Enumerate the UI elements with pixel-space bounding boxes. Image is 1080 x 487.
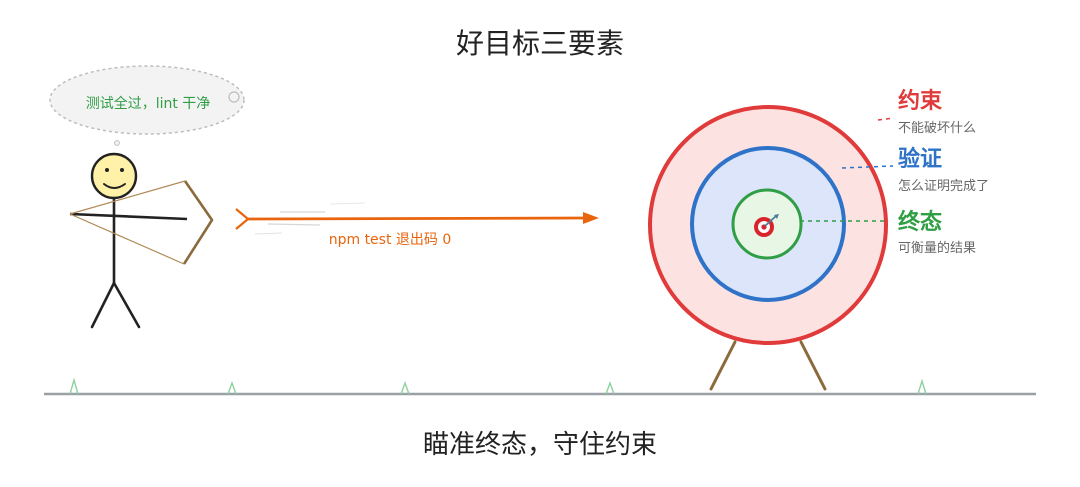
right-eye: [120, 168, 124, 172]
motion-line-2: [267, 223, 321, 226]
ground: [44, 377, 1036, 396]
verification-connector: [841, 165, 894, 169]
legend-verification-subtitle: 怎么证明完成了: [898, 179, 989, 194]
thought-dot-large: [228, 91, 240, 103]
smile: [103, 183, 126, 189]
legend-end-state-subtitle: 可衡量的结果: [898, 240, 976, 256]
bow-limb: [182, 180, 214, 265]
arrow-fletching: [235, 208, 250, 230]
target-stand-right: [799, 340, 827, 391]
motion-line-4: [329, 202, 366, 205]
bow: [69, 180, 214, 265]
left-leg: [90, 281, 116, 329]
grass-tuft-3: [400, 380, 410, 395]
right-leg: [112, 281, 141, 329]
target: [648, 105, 888, 391]
bullseye-icon: [754, 214, 779, 237]
grass-tuft-1: [69, 377, 79, 395]
thought-dot-small: [114, 140, 120, 146]
arrow-label: npm test 退出码 0: [329, 232, 452, 248]
grass-tuft-2: [227, 380, 237, 395]
legend-connectors: [800, 117, 895, 222]
legend-constraint-title: 约束: [898, 88, 943, 114]
stick-figure: [69, 152, 188, 329]
grass-tuft-4: [605, 380, 615, 395]
target-stand-left: [709, 340, 737, 391]
legend-end-state-title: 终态: [898, 209, 942, 235]
bow-string-bottom: [69, 213, 185, 265]
bow-string-top: [69, 180, 186, 215]
arrow: npm test 退出码 0: [235, 202, 599, 248]
figure-arms: [69, 212, 188, 221]
grass-tuft-5: [917, 378, 927, 395]
caption: 瞄准终态，守住约束: [423, 430, 657, 460]
page-title: 好目标三要素: [456, 27, 624, 60]
legend-constraint-subtitle: 不能破坏什么: [898, 121, 976, 136]
legend-verification-title: 验证: [898, 146, 942, 172]
left-eye: [105, 168, 109, 172]
constraint-connector: [877, 117, 895, 121]
motion-line-3: [254, 232, 283, 235]
figure-head: [90, 152, 138, 200]
legend: 约束 不能破坏什么 验证 怎么证明完成了 终态 可衡量的结果: [898, 88, 989, 256]
speech-text: 测试全过，lint 干净: [86, 95, 211, 112]
speech-bubble-outline: [49, 65, 245, 135]
arrow-head: [583, 212, 599, 224]
speech-bubble: 测试全过，lint 干净: [49, 65, 245, 146]
dart-icon: [764, 215, 777, 227]
arrow-shaft: [247, 216, 586, 221]
